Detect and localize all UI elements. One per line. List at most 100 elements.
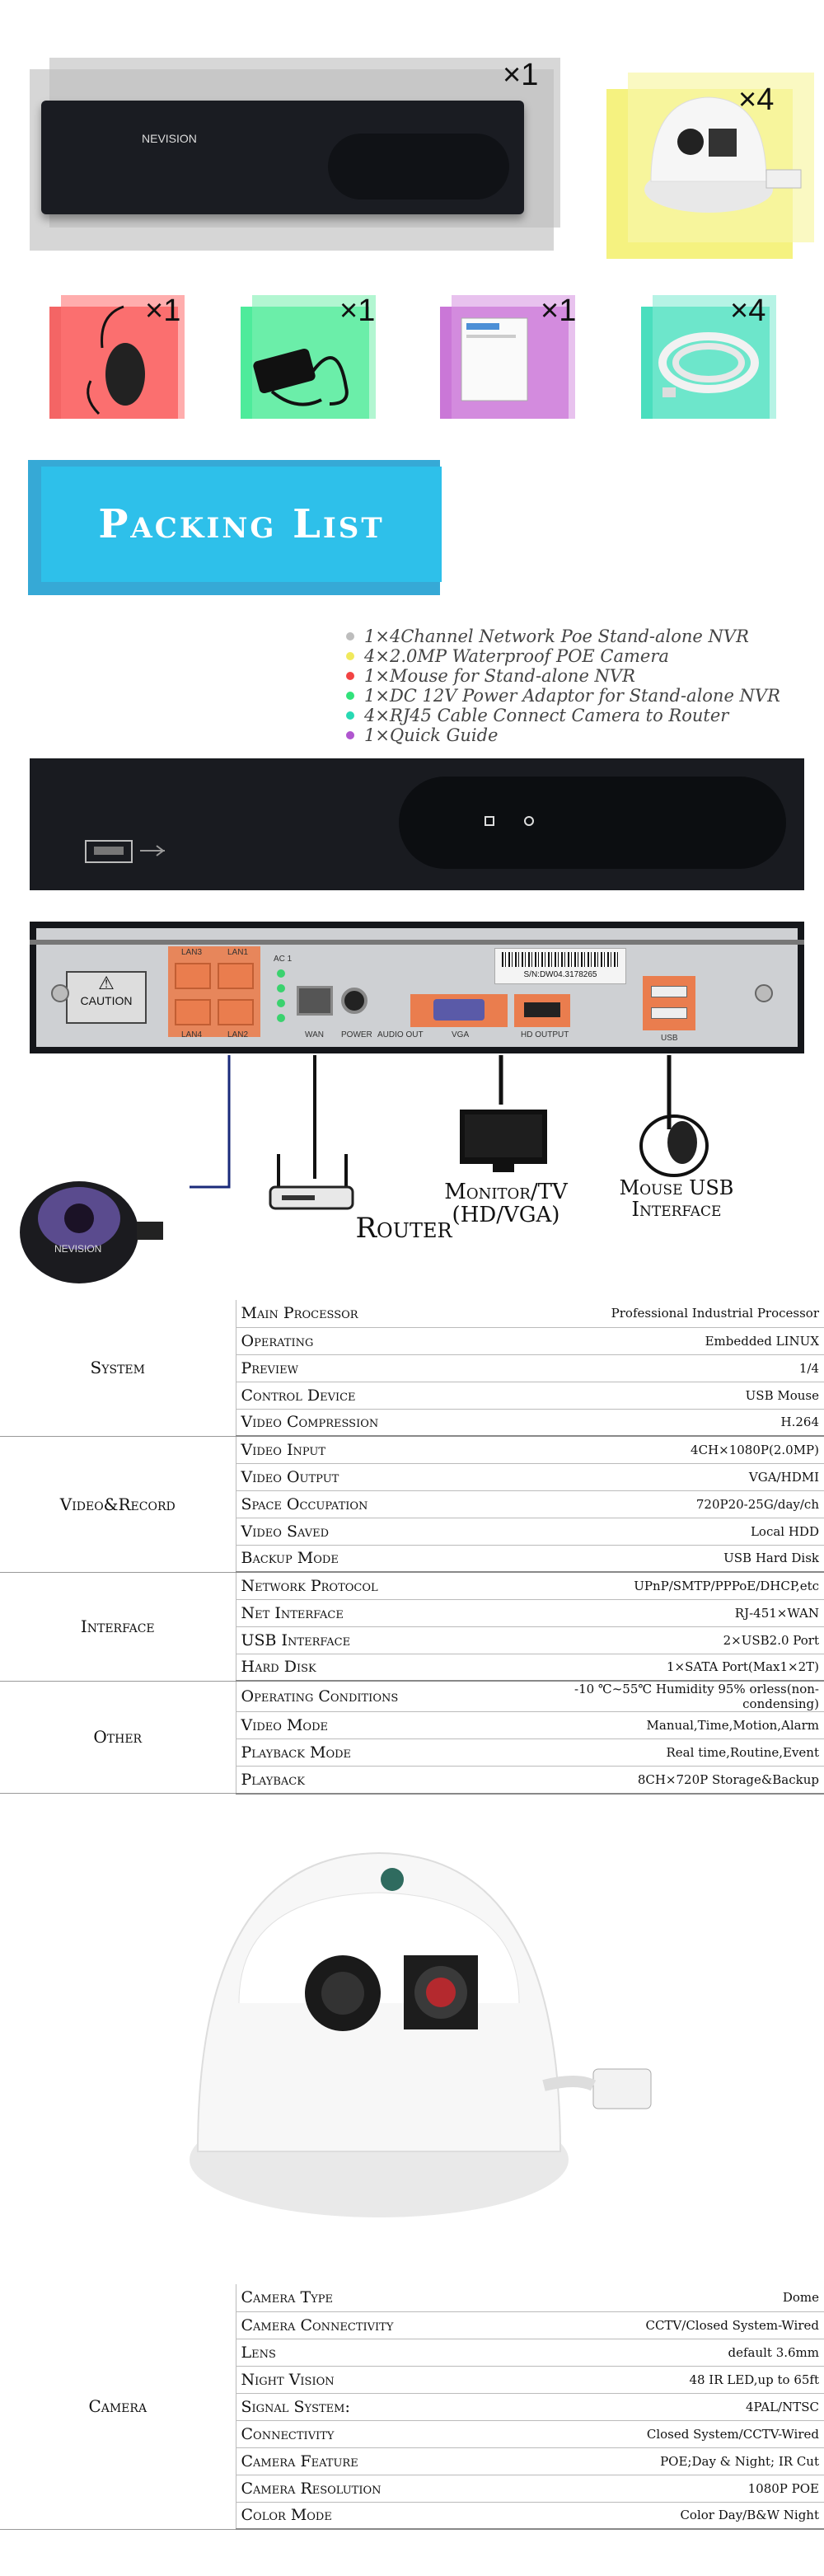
- spec-label: Hard Disk: [236, 1654, 516, 1682]
- camera-spec-table: Camera Camera Type Dome Camera Connectiv…: [0, 2284, 824, 2530]
- usb-port-group: [643, 976, 695, 1030]
- router-label: Router: [355, 1212, 452, 1245]
- dome-camera-image: [20, 1181, 163, 1283]
- spec-label: Lens: [236, 2339, 516, 2367]
- spec-label: Camera Feature: [236, 2447, 516, 2475]
- table-row: Camera Camera Type Dome: [0, 2284, 824, 2530]
- spec-value: RJ-451×WAN: [516, 1599, 824, 1627]
- color-swatch: [252, 295, 376, 419]
- group-cell: System: [0, 1300, 236, 1437]
- mouse-device-image: [639, 1114, 709, 1177]
- lan-port: [175, 999, 211, 1025]
- port-label: LAN2: [227, 1030, 249, 1039]
- screw: [51, 984, 69, 1002]
- spec-label: Night Vision: [236, 2366, 516, 2394]
- spec-label: Net Interface: [236, 1599, 516, 1627]
- adaptor-image: [253, 348, 349, 406]
- usb-port: [651, 1007, 687, 1019]
- usb-port: [651, 986, 687, 997]
- spec-label: Color Mode: [236, 2502, 516, 2530]
- spec-value: Professional Industrial Processor: [516, 1300, 824, 1328]
- wan-port: [297, 986, 333, 1016]
- spec-label: Operating Conditions: [236, 1681, 516, 1712]
- spec-value: Closed System/CCTV-Wired: [516, 2420, 824, 2448]
- contents-list: 1×4Channel Network Poe Stand-alone NVR 4…: [346, 626, 780, 745]
- port-label: AUDIO OUT: [377, 1030, 424, 1039]
- port-label: WAN: [305, 1030, 324, 1039]
- spec-label: Playback: [236, 1766, 516, 1795]
- group-cell: Other: [0, 1681, 236, 1794]
- spec-value: Color Day/B&W Night: [516, 2502, 824, 2530]
- router-image: [269, 1154, 354, 1210]
- port-label: VGA: [452, 1030, 470, 1039]
- spec-value: -10 ℃~55℃ Humidity 95% orless(non-conden…: [516, 1681, 824, 1712]
- table-row: Signal System:4PAL/NTSC: [0, 2393, 824, 2421]
- bullet-dot: [346, 652, 354, 660]
- spec-value: USB Hard Disk: [516, 1545, 824, 1573]
- power-indicator: [524, 816, 534, 826]
- port-label: USB: [661, 1034, 678, 1043]
- port-label: LAN3: [181, 948, 203, 957]
- spec-label: Video Mode: [236, 1711, 516, 1739]
- list-item: 1×4Channel Network Poe Stand-alone NVR: [346, 626, 780, 646]
- spec-value: 4CH×1080P(2.0MP): [516, 1436, 824, 1464]
- barcode: [502, 952, 619, 967]
- led-indicator: [485, 816, 494, 826]
- nvr-front-panel: [328, 134, 509, 199]
- usb-front-icon: [85, 840, 165, 863]
- table-row: Other Operating Conditions -10 ℃~55℃ Hum…: [0, 1681, 824, 1794]
- mouse-label: Mouse USB Interface: [619, 1176, 734, 1221]
- nvr-spec-table: System Main Processor Professional Indus…: [0, 1300, 824, 1795]
- group-cell: Video&Record: [0, 1436, 236, 1573]
- dome-camera-large-image: [190, 1851, 652, 2217]
- quantity-label: ×4: [738, 82, 775, 117]
- spec-value: POE;Day & Night; IR Cut: [516, 2447, 824, 2475]
- quantity-label: ×1: [541, 293, 577, 328]
- spec-label: Camera Connectivity: [236, 2311, 516, 2339]
- spec-label: Video Output: [236, 1463, 516, 1491]
- power-port: [341, 988, 368, 1014]
- spec-value: 1/4: [516, 1354, 824, 1382]
- spec-label: Connectivity: [236, 2420, 516, 2448]
- quantity-label: ×1: [145, 293, 181, 328]
- spec-value: 2×USB2.0 Port: [516, 1626, 824, 1654]
- spec-label: Camera Resolution: [236, 2475, 516, 2503]
- camera-image: [644, 96, 802, 213]
- table-row: System Main Processor Professional Indus…: [0, 1300, 824, 1437]
- spec-label: Main Processor: [236, 1300, 516, 1328]
- camera-brand: NEVISION: [54, 1243, 102, 1255]
- spec-label: Backup Mode: [236, 1545, 516, 1573]
- status-led: [277, 984, 285, 992]
- spec-value: Real time,Routine,Event: [516, 1738, 824, 1767]
- table-row: Interface Network Protocol UPnP/SMTP/PPP…: [0, 1572, 824, 1682]
- bullet-dot: [346, 731, 354, 739]
- list-item: 1×DC 12V Power Adaptor for Stand-alone N…: [346, 686, 780, 706]
- ac-label: AC 1: [274, 955, 293, 964]
- lan-port: [218, 999, 254, 1025]
- spec-label: Control Device: [236, 1382, 516, 1410]
- vga-port: [433, 999, 485, 1021]
- guide-image: [461, 317, 528, 401]
- group-cell: Camera: [0, 2284, 236, 2530]
- spec-value: 1080P POE: [516, 2475, 824, 2503]
- mouse-image: [87, 305, 145, 415]
- connection-lines: [190, 1055, 672, 1189]
- group-cell: Interface: [0, 1572, 236, 1682]
- table-row: Video&Record Video Input 4CH×1080P(2.0MP…: [0, 1436, 824, 1573]
- spec-value: 720P20-25G/day/ch: [516, 1490, 824, 1518]
- quantity-label: ×1: [503, 58, 539, 92]
- status-led: [277, 969, 285, 978]
- spec-label: Network Protocol: [236, 1572, 516, 1600]
- spec-value: H.264: [516, 1409, 824, 1437]
- nvr-front-panel: [399, 777, 786, 869]
- list-item: 1×Quick Guide: [346, 725, 780, 745]
